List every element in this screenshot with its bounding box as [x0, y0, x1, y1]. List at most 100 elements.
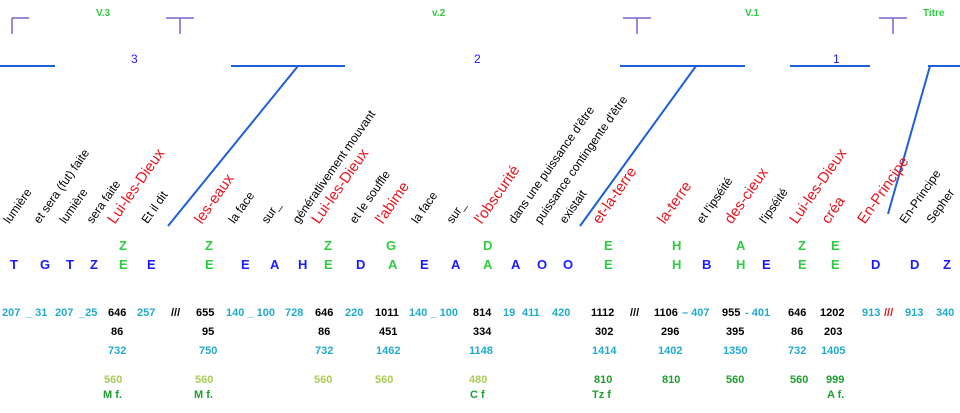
value-row1: 646 — [315, 307, 334, 319]
value-row2: 203 — [824, 326, 843, 338]
bracket-v1 — [623, 17, 651, 34]
letter: A — [451, 257, 461, 272]
value-row3: 1414 — [592, 345, 617, 357]
value-row1: 1011 — [375, 307, 399, 319]
letter: A — [483, 257, 493, 272]
value-row5: Tz f — [592, 389, 611, 401]
letter: H — [736, 257, 746, 272]
root-letter: A — [736, 238, 746, 253]
root-letter: D — [483, 238, 493, 253]
value-row2: 302 — [595, 326, 614, 338]
section-number: 1 — [833, 52, 840, 66]
letter: Z — [943, 257, 951, 272]
letter: H — [298, 257, 308, 272]
value-row3: 1405 — [821, 345, 846, 357]
letter: A — [511, 257, 521, 272]
letter: O — [563, 257, 574, 272]
value-row1: 220 — [345, 307, 364, 319]
value-row1: /// — [630, 307, 640, 319]
value-row1: 1106 — [654, 307, 678, 319]
root-letter: H — [672, 238, 682, 253]
value-row3: 1462 — [376, 345, 401, 357]
verse-header: Titre — [923, 8, 945, 19]
value-row3: 1402 — [658, 345, 683, 357]
value-row1: 913 — [905, 307, 924, 319]
value-row2: 86 — [791, 326, 804, 338]
letter: E — [119, 257, 128, 272]
letter: D — [356, 257, 366, 272]
value-row1: 1112 — [591, 307, 615, 319]
letter: G — [40, 257, 51, 272]
value-row1: _ 31 — [26, 307, 48, 319]
value-row4: 560 — [314, 374, 333, 386]
letter: E — [831, 257, 840, 272]
value-row5: M f. — [103, 389, 122, 401]
value-row2: 451 — [379, 326, 398, 338]
value-row4: 560 — [375, 374, 394, 386]
value-row1: 1202 — [820, 307, 845, 319]
value-row3: 732 — [315, 345, 334, 357]
value-row3: 732 — [108, 345, 127, 357]
value-row2: 395 — [726, 326, 745, 338]
value-row4: 560 — [726, 374, 745, 386]
letter: E — [147, 257, 156, 272]
root-letter: Z — [324, 238, 332, 253]
root-letter: E — [831, 238, 840, 253]
value-row1: 340 — [936, 307, 955, 319]
value-row1: – 407 — [682, 307, 710, 319]
value-row3: 1350 — [723, 345, 748, 357]
letter: T — [10, 257, 18, 272]
value-row1: 257 — [137, 307, 156, 319]
value-row4: 810 — [594, 374, 613, 386]
letter: O — [537, 257, 548, 272]
value-row1: _25 — [79, 307, 98, 319]
value-row1: /// — [884, 307, 894, 319]
value-row2: 95 — [202, 326, 215, 338]
value-row3: 750 — [199, 345, 218, 357]
value-row4: 560 — [195, 374, 214, 386]
value-row5: A f. — [827, 389, 845, 401]
letter: T — [66, 257, 74, 272]
value-row2: 86 — [111, 326, 124, 338]
letter: D — [910, 257, 920, 272]
bracket-titre — [879, 17, 907, 34]
verse-header: v.2 — [432, 8, 446, 19]
letter: A — [270, 257, 280, 272]
letter: E — [420, 257, 429, 272]
letter: E — [798, 257, 807, 272]
value-row2: 334 — [473, 326, 492, 338]
value-row4: 560 — [104, 374, 123, 386]
letter: E — [324, 257, 333, 272]
root-letter: Z — [119, 238, 127, 253]
value-row1: 646 — [788, 307, 807, 319]
root-letter: G — [386, 238, 397, 253]
value-row1: 655 — [196, 307, 215, 319]
value-row2: 296 — [661, 326, 680, 338]
value-row1: 728 — [285, 307, 304, 319]
value-row1: 955 — [722, 307, 741, 319]
diag-titre — [887, 65, 931, 215]
verse-header: V.1 — [745, 8, 760, 19]
value-row4: 480 — [469, 374, 488, 386]
letter: E — [241, 257, 250, 272]
bracket-v3 — [11, 17, 29, 34]
value-row1: 411 — [522, 307, 540, 319]
letter: E — [604, 257, 613, 272]
letter: E — [205, 257, 214, 272]
value-row3: 732 — [788, 345, 807, 357]
value-row1: 814 — [473, 307, 492, 319]
root-letter: Z — [205, 238, 213, 253]
value-row1: /// — [171, 307, 181, 319]
section-number: 3 — [131, 52, 138, 66]
value-row1: 140 _ 100 — [409, 307, 458, 319]
value-row4: 999 — [826, 374, 845, 386]
value-row1: - 401 — [745, 307, 771, 319]
letter: E — [762, 257, 771, 272]
letter: H — [672, 257, 682, 272]
letter: D — [871, 257, 881, 272]
value-row1: 207 — [55, 307, 74, 319]
bracket-v2-left — [166, 17, 194, 34]
value-row1: 646 — [108, 307, 127, 319]
root-letter: Z — [798, 238, 806, 253]
